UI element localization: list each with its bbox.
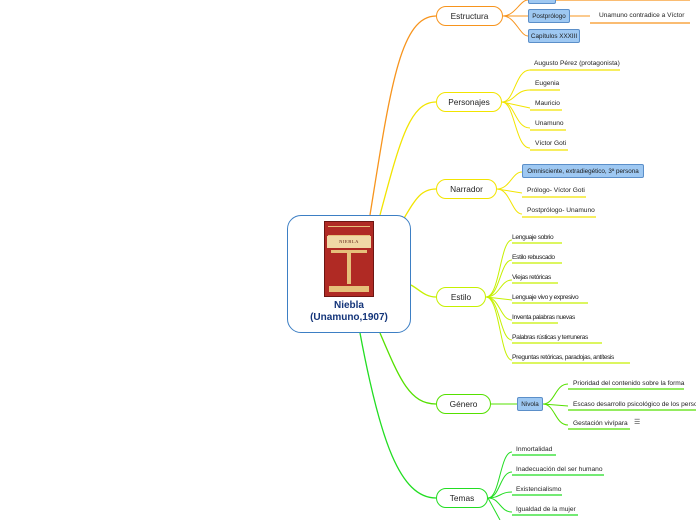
genero-item[interactable]: Prioridad del contenido sobre la forma (573, 380, 685, 387)
estilo-item[interactable]: Inventa palabras nuevas (512, 314, 575, 321)
root-title: Niebla (333, 300, 364, 311)
estilo-item[interactable]: Viejas retóricas (512, 274, 551, 281)
branch-personajes[interactable]: Personajes (436, 92, 502, 112)
genero-item[interactable]: Escaso desarrollo psicológico de los per… (573, 401, 696, 408)
branch-estructura[interactable]: Estructura (436, 6, 503, 26)
estilo-item[interactable]: Palabras rústicas y terruneras (512, 334, 588, 341)
narrador-item[interactable]: Prólogo- Víctor Goti (527, 187, 585, 194)
estilo-item[interactable]: Preguntas retóricas, paradojas, antítesi… (512, 354, 614, 361)
node-omnisciente[interactable]: Omnisciente, extradiegético, 3ª persona (522, 164, 644, 178)
branch-genero[interactable]: Género (436, 394, 491, 414)
root-subtitle: (Unamuno,1907) (310, 312, 388, 323)
personaje-item[interactable]: Eugenia (535, 80, 560, 87)
personaje-item[interactable]: Víctor Goti (535, 140, 567, 147)
narrador-item[interactable]: Postprólogo- Unamuno (527, 207, 595, 214)
genero-item[interactable]: Gestación vivípara (573, 420, 628, 427)
node-postprologo[interactable]: Postprólogo (528, 9, 570, 23)
tema-item[interactable]: Inadecuación del ser humano (516, 466, 603, 473)
node-postprologo-note[interactable]: Unamuno contradice a Víctor (599, 12, 685, 19)
estilo-item[interactable]: Lenguaje sobrio (512, 234, 554, 241)
estilo-item[interactable]: Estilo rebuscado (512, 254, 555, 261)
branch-narrador[interactable]: Narrador (436, 179, 497, 199)
branch-temas[interactable]: Temas (436, 488, 488, 508)
branch-estilo[interactable]: Estilo (436, 287, 486, 307)
personaje-item[interactable]: Unamuno (535, 120, 564, 127)
personaje-item[interactable]: Mauricio (535, 100, 560, 107)
notes-icon[interactable]: ☰ (634, 419, 641, 426)
tema-item[interactable]: Igualdad de la mujer (516, 506, 576, 513)
node-capitulos[interactable]: Capítulos XXXIII (528, 29, 580, 43)
personaje-item[interactable]: Augusto Pérez (protagonista) (534, 60, 620, 67)
tema-item[interactable]: Existencialismo (516, 486, 562, 493)
tema-item[interactable]: Inmortalidad (516, 446, 553, 453)
estilo-item[interactable]: Lenguaje vivo y expresivo (512, 294, 579, 301)
root-node[interactable]: NIEBLA Niebla (Unamuno,1907) (287, 215, 411, 333)
book-cover-image: NIEBLA (324, 221, 374, 297)
node-nivola[interactable]: Nivola (517, 397, 543, 411)
node-estructura-cut[interactable] (528, 0, 556, 4)
book-cover-title: NIEBLA (327, 236, 371, 248)
